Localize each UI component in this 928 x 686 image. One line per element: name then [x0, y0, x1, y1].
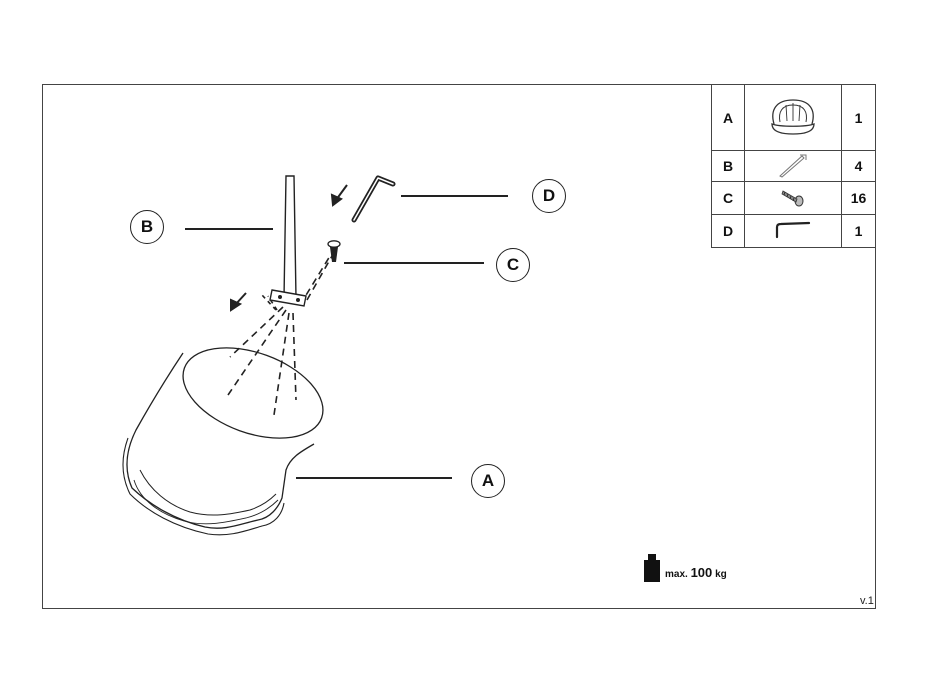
allen-key-icon — [744, 214, 842, 248]
parts-table: A 1 B 4 C 16 — [711, 84, 876, 248]
diagram-frame — [42, 84, 876, 609]
callout-d: D — [532, 179, 566, 213]
part-qty: 1 — [841, 84, 876, 151]
parts-row-d: D 1 — [711, 214, 876, 248]
screw-icon — [744, 181, 842, 215]
armchair-icon — [744, 84, 842, 151]
callout-b: B — [130, 210, 164, 244]
max-weight: max. 100 kg — [643, 554, 727, 582]
max-weight-text: max. 100 kg — [665, 565, 727, 580]
parts-row-b: B 4 — [711, 150, 876, 182]
part-label: A — [711, 84, 745, 151]
max-weight-unit: kg — [715, 569, 727, 580]
allen-key-d — [351, 175, 396, 223]
direction-arrow-icon — [330, 184, 348, 207]
max-weight-prefix: max. — [665, 569, 688, 580]
part-label: D — [711, 214, 745, 248]
leg-icon — [744, 150, 842, 182]
direction-arrow-icon — [230, 292, 247, 312]
armchair-body — [122, 347, 324, 536]
screw-c — [327, 240, 341, 262]
weight-icon — [644, 554, 660, 582]
max-weight-value: 100 — [690, 565, 713, 580]
part-label: C — [711, 181, 745, 215]
leg-b — [269, 175, 307, 307]
callout-a: A — [471, 464, 505, 498]
callout-c: C — [496, 248, 530, 282]
parts-row-c: C 16 — [711, 181, 876, 215]
part-label: B — [711, 150, 745, 182]
part-qty: 1 — [841, 214, 876, 248]
version-label: v.1 — [860, 595, 874, 607]
parts-row-a: A 1 — [711, 84, 876, 151]
part-qty: 4 — [841, 150, 876, 182]
leader-lines — [185, 195, 508, 479]
guide-lines — [227, 255, 333, 416]
part-qty: 16 — [841, 181, 876, 215]
